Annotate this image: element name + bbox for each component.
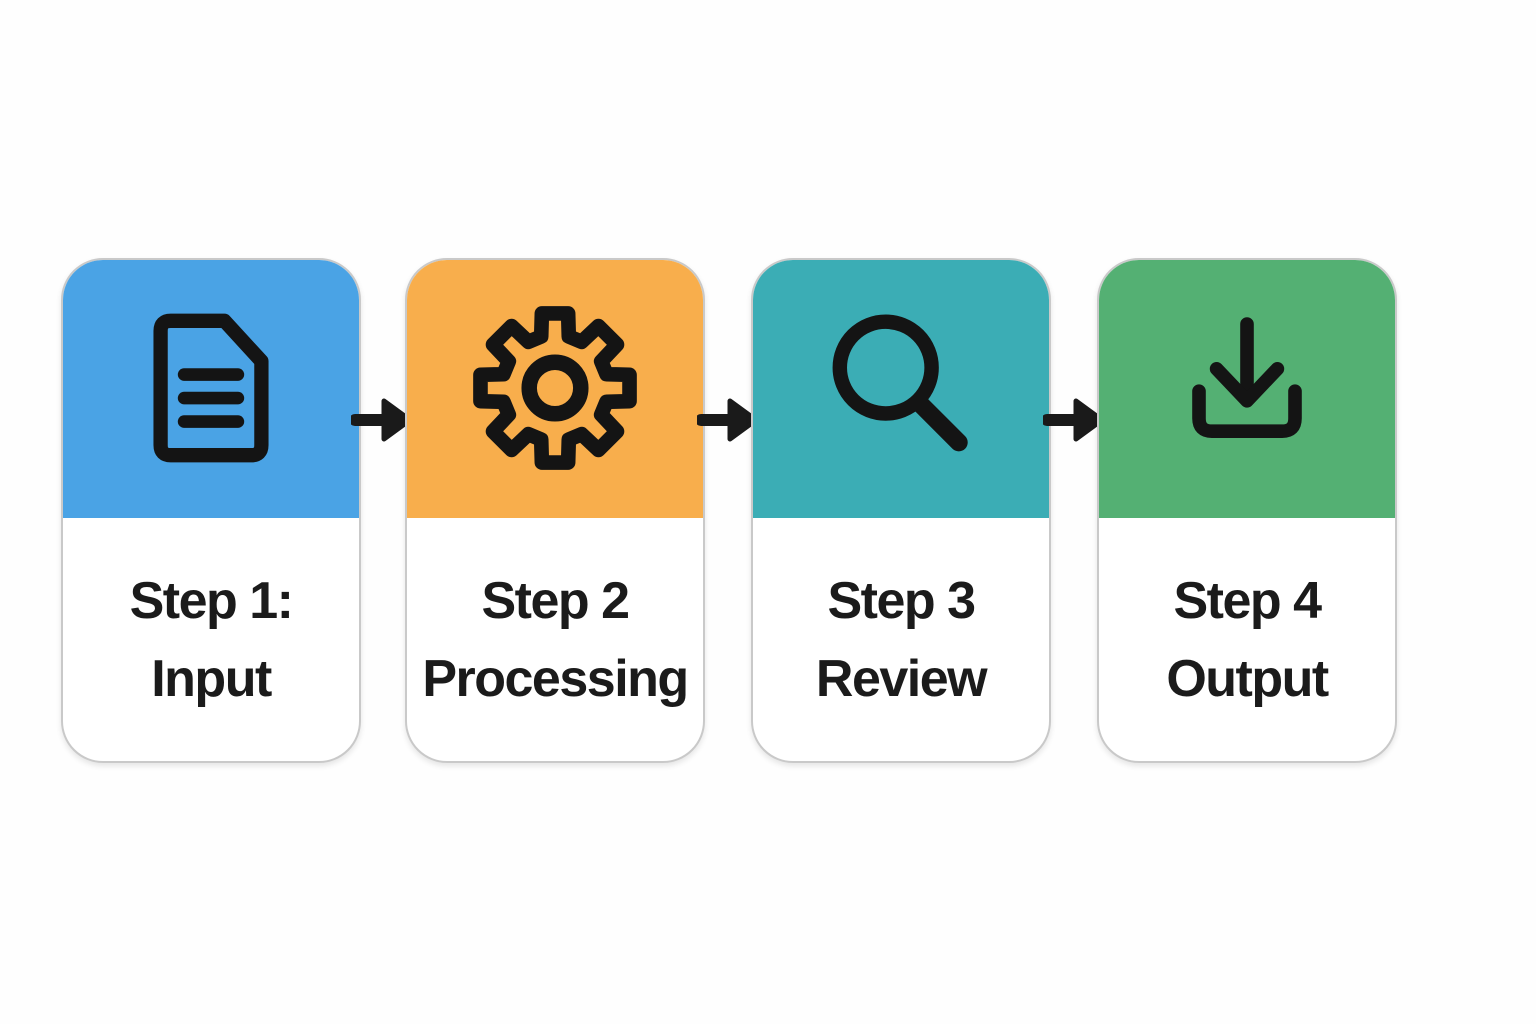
step-label-line1: Step 3 bbox=[827, 571, 976, 630]
step-label-line1: Step 2 bbox=[481, 571, 630, 630]
step-card-input-body: Step 1: Input bbox=[63, 518, 359, 761]
gear-icon bbox=[469, 302, 641, 474]
step-card-input: Step 1: Input bbox=[61, 258, 361, 763]
search-icon bbox=[816, 303, 986, 473]
step-label: Step 3 Review bbox=[815, 562, 988, 718]
step-card-review-header bbox=[753, 260, 1049, 518]
step-card-input-header bbox=[63, 260, 359, 518]
step-card-output-header bbox=[1099, 260, 1395, 518]
step-card-processing: Step 2 Processing bbox=[405, 258, 705, 763]
step-label-line2: Output bbox=[1166, 649, 1329, 708]
step-card-review: Step 3 Review bbox=[751, 258, 1051, 763]
step-label-line2: Review bbox=[815, 649, 988, 708]
step-card-processing-header bbox=[407, 260, 703, 518]
step-card-processing-body: Step 2 Processing bbox=[407, 518, 703, 761]
step-label: Step 4 Output bbox=[1166, 562, 1329, 718]
arrow-right-icon bbox=[351, 396, 415, 444]
step-card-output: Step 4 Output bbox=[1097, 258, 1397, 763]
step-label-line2: Input bbox=[151, 649, 272, 708]
arrow-right-icon bbox=[697, 396, 761, 444]
step-label-line1: Step 4 bbox=[1173, 571, 1322, 630]
document-icon bbox=[127, 304, 295, 472]
step-label-line1: Step 1: bbox=[129, 571, 294, 630]
step-card-review-body: Step 3 Review bbox=[753, 518, 1049, 761]
step-card-output-body: Step 4 Output bbox=[1099, 518, 1395, 761]
step-label: Step 2 Processing bbox=[422, 562, 689, 718]
download-icon bbox=[1167, 308, 1327, 468]
step-label-line2: Processing bbox=[422, 649, 689, 708]
step-label: Step 1: Input bbox=[129, 562, 294, 718]
arrow-right-icon bbox=[1043, 396, 1107, 444]
